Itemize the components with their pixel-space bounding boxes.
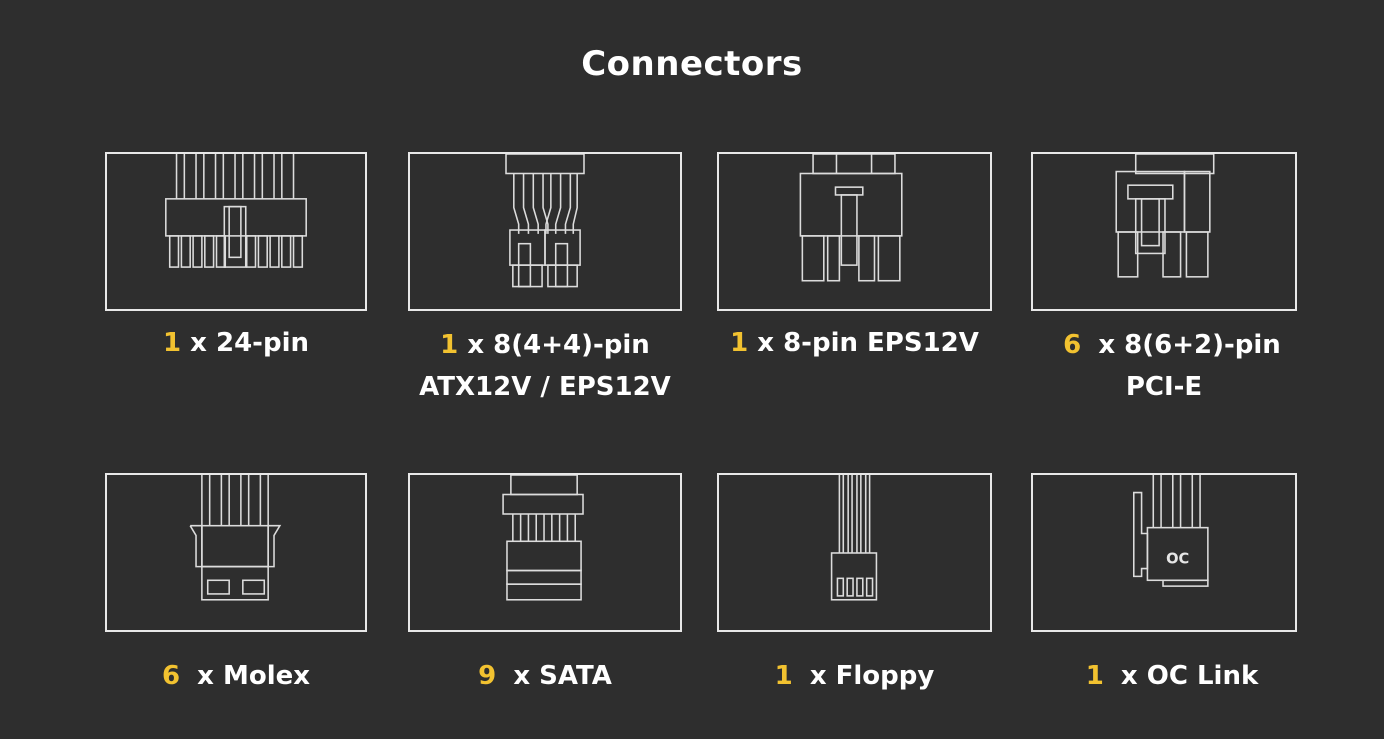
8-pin-eps12v-connector-icon [799, 154, 903, 282]
caption-8-pin-eps12v: 1 x 8-pin EPS12V [717, 324, 992, 362]
8-pin-4-plus-4-connector-icon [505, 154, 585, 288]
quantity: 1 [163, 328, 182, 358]
caption-sata: 9 x SATA [408, 657, 682, 695]
connector-label: x Molex [197, 661, 311, 691]
connector-label: x 8-pin EPS12V [757, 328, 979, 358]
connector-label: x 8(4+4)-pin [467, 330, 650, 360]
caption-8-pin-6-plus-2: 6 x 8(6+2)-pin PCI-E [1031, 326, 1313, 402]
connector-label-secondary: ATX12V / EPS12V [419, 372, 671, 402]
connector-card-sata [408, 473, 682, 632]
quantity: 1 [774, 661, 793, 691]
molex-connector-icon [189, 475, 282, 601]
caption-molex: 6 x Molex [105, 657, 367, 695]
connector-card-molex [105, 473, 367, 632]
connector-label: x 24-pin [190, 328, 309, 358]
oc-link-connector-icon: OC [1133, 475, 1209, 587]
connector-card-8-pin-eps12v [717, 152, 992, 311]
24-pin-connector-icon [165, 154, 307, 268]
caption-oc-link: 1 x OC Link [1031, 657, 1313, 695]
connector-label-secondary: PCI-E [1125, 372, 1203, 402]
floppy-connector-icon [830, 475, 878, 601]
caption-24-pin: 1 x 24-pin [105, 324, 367, 362]
quantity: 1 [440, 330, 459, 360]
quantity: 6 [161, 661, 181, 691]
sata-connector-icon [502, 475, 584, 601]
quantity: 1 [1085, 661, 1104, 691]
8-pin-6-plus-2-pcie-connector-icon [1115, 154, 1215, 278]
page-title: Connectors [581, 44, 803, 84]
connector-label: x Floppy [809, 661, 935, 691]
connector-card-floppy [717, 473, 992, 632]
connector-label: x OC Link [1120, 661, 1259, 691]
caption-8-pin-4-plus-4: 1 x 8(4+4)-pin ATX12V / EPS12V [408, 326, 682, 402]
connector-card-8-pin-4-plus-4 [408, 152, 682, 311]
oc-icon-text: OC [1166, 551, 1189, 568]
connector-card-oc-link: OC [1031, 473, 1297, 632]
connector-card-8-pin-6-plus-2 [1031, 152, 1297, 311]
connector-label: x SATA [513, 661, 612, 691]
connector-card-24-pin [105, 152, 367, 311]
caption-floppy: 1 x Floppy [717, 657, 992, 695]
connector-label: x 8(6+2)-pin [1098, 330, 1281, 360]
quantity: 6 [1063, 330, 1082, 360]
quantity: 1 [730, 328, 749, 358]
quantity: 9 [478, 661, 497, 691]
